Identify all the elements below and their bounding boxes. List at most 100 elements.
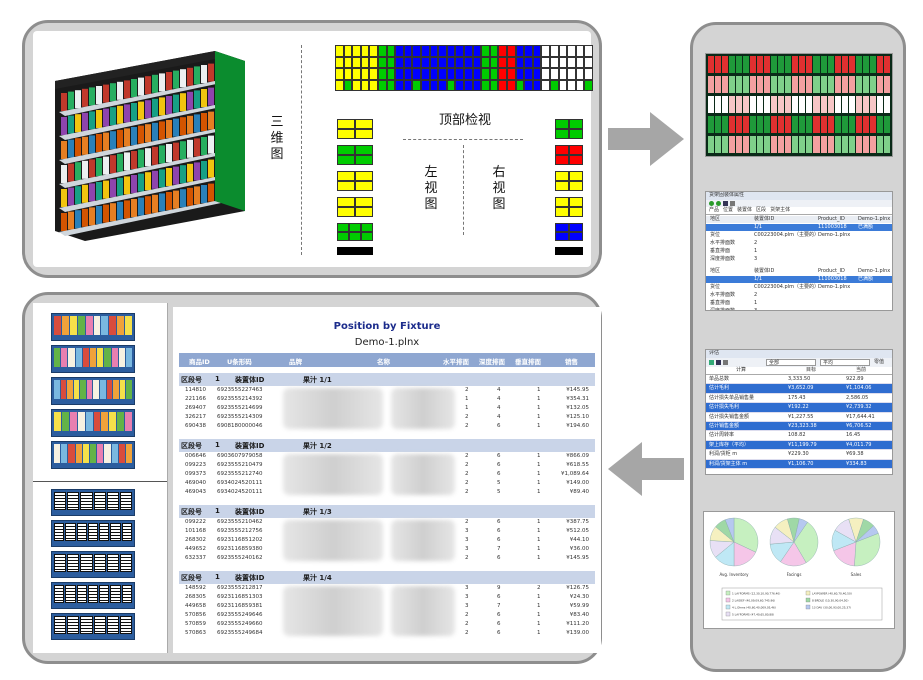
green-dot-icon[interactable] <box>709 201 714 206</box>
property-tab[interactable]: 装置体 <box>737 207 753 213</box>
product-pack <box>194 138 200 157</box>
top-view-cell <box>558 45 568 57</box>
save-icon[interactable] <box>723 201 728 206</box>
heatmap-cell <box>841 56 848 73</box>
property-cell: 已满额 <box>858 276 874 282</box>
cell-sales: ¥89.40 <box>569 489 589 495</box>
cell-barcode: 6923555212740 <box>217 471 263 477</box>
cell-id: 632337 <box>185 555 206 561</box>
property-tab[interactable]: 区段 <box>756 207 767 213</box>
top-view-cell <box>446 68 456 80</box>
cell-sales: ¥139.00 <box>566 630 589 636</box>
group-header-field: 果汁 1/2 <box>303 442 332 450</box>
side-view-cell <box>355 197 373 207</box>
heatmap-cell <box>764 136 771 153</box>
side-view-cell <box>555 223 569 232</box>
heatmap-cell <box>862 56 869 73</box>
eval-row[interactable]: 估计损失毛利¥192.22¥2,739.32 <box>706 403 892 413</box>
filter-avg-select[interactable]: 平均 <box>820 359 870 366</box>
eval-cell-current: 922.89 <box>846 376 864 382</box>
filter-zero-label[interactable]: 零值 <box>874 359 885 365</box>
eval-row[interactable]: 估计损失销售金额¥1,227.55¥17,644.41 <box>706 413 892 422</box>
cell-id: 268305 <box>185 594 206 600</box>
property-tab[interactable]: 位置 <box>723 207 734 213</box>
heatmap-cell <box>792 76 799 93</box>
cell-d: 5 <box>497 489 501 495</box>
group-header-field: 1 <box>215 573 220 581</box>
property-tab[interactable]: 产品 <box>709 207 720 213</box>
green-dot-icon[interactable] <box>716 201 721 206</box>
top-view-cell <box>575 45 585 57</box>
product-pack <box>68 91 74 110</box>
thumbnail-products <box>54 380 132 399</box>
top-view-cell <box>558 68 568 80</box>
thumbnail-divider <box>33 481 167 482</box>
thumbnail-products <box>54 348 133 367</box>
save-icon[interactable] <box>716 360 721 365</box>
label-block <box>119 554 133 572</box>
cell-sales: ¥36.00 <box>569 546 589 552</box>
label-block <box>121 523 132 541</box>
product-pack <box>208 159 214 178</box>
property-cell: 1 <box>754 248 758 254</box>
cell-h: 1 <box>465 396 469 402</box>
side-view-cell <box>355 181 373 191</box>
cell-v: 1 <box>537 387 541 393</box>
cell-v: 1 <box>537 555 541 561</box>
thumbnail-product <box>69 316 77 335</box>
thumbnail-product <box>97 444 104 463</box>
refresh-icon[interactable] <box>709 360 714 365</box>
eval-row[interactable]: 架上库存（平均）¥11,199.79¥4,011.79 <box>706 440 892 451</box>
eval-row[interactable]: 利润/货柜 m¥229.30¥69.38 <box>706 450 892 460</box>
legend-entry: 8 BRDLE (10,30,90,04,50) <box>812 599 848 603</box>
eval-row[interactable]: 估计销售金额¥23,323.38¥6,706.52 <box>706 421 892 432</box>
eval-row[interactable]: 利润/货架主体 m¥1,106.70¥334.83 <box>706 459 892 469</box>
eval-row[interactable]: 估计毛利¥3,652.09¥1,104.06 <box>706 384 892 394</box>
print-icon[interactable] <box>723 360 728 365</box>
product-pack <box>166 144 172 162</box>
product-pack <box>61 141 67 159</box>
print-icon[interactable] <box>730 201 735 206</box>
property-tab[interactable]: 货架主体 <box>770 207 791 213</box>
product-pack <box>68 115 74 134</box>
filter-all-select[interactable]: 全部 <box>766 359 816 366</box>
thumbnail-product <box>119 380 126 399</box>
label-block <box>80 492 93 510</box>
